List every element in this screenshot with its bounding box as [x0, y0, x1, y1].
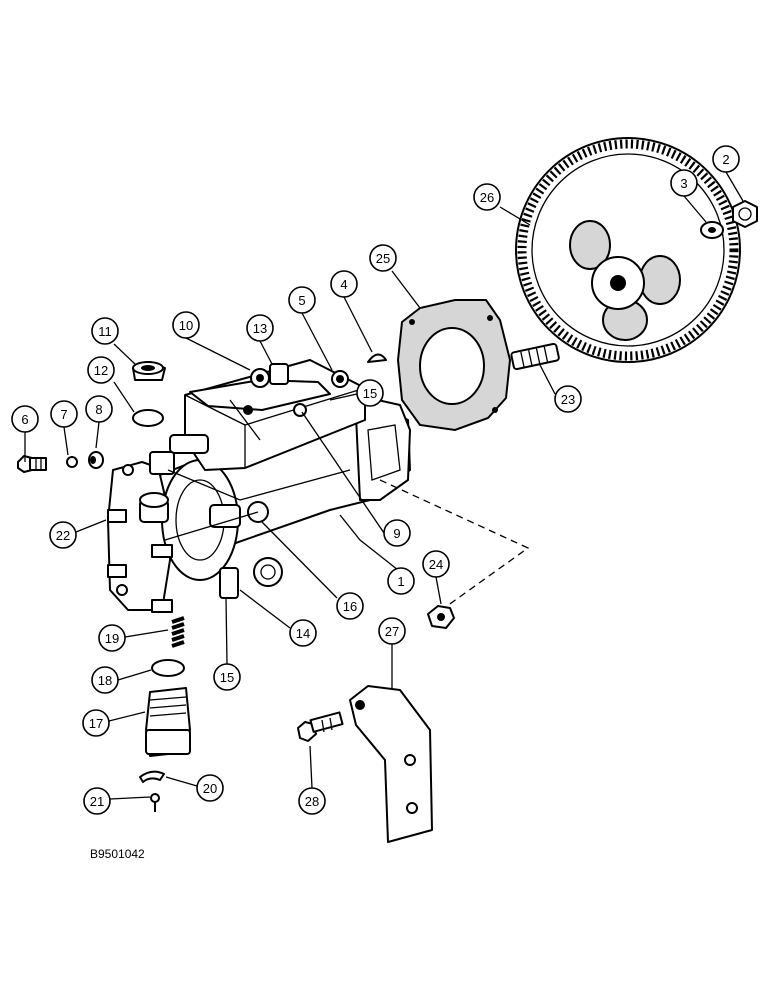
callout-c10: 10 [172, 311, 200, 339]
callout-number: 9 [393, 526, 400, 541]
callout-number: 2 [722, 152, 729, 167]
callout-c16: 16 [336, 592, 364, 620]
callout-number: 21 [90, 794, 104, 809]
callout-c13: 13 [246, 314, 274, 342]
bleed-washer [66, 456, 78, 468]
bracket-capscrew [297, 711, 344, 742]
callout-c15b: 15 [213, 663, 241, 691]
leader-lines [24, 171, 744, 800]
support-bracket [349, 685, 433, 843]
callout-c19: 19 [98, 624, 126, 652]
callout-c12: 12 [87, 356, 115, 384]
sealing-washer [88, 451, 104, 469]
callout-number: 5 [298, 293, 305, 308]
gear-stud [510, 342, 560, 371]
bracket-dashed-connection [379, 479, 530, 607]
callout-number: 15 [220, 670, 234, 685]
fitting-washer [151, 659, 185, 677]
callout-c15a: 15 [356, 379, 384, 407]
callout-number: 16 [343, 599, 357, 614]
mounting-nut [427, 605, 455, 629]
callout-c1: 1 [387, 567, 415, 595]
delivery-fitting [145, 687, 191, 757]
callout-number: 19 [105, 631, 119, 646]
callout-number: 23 [561, 392, 575, 407]
pump-gasket [396, 299, 512, 432]
callout-c5: 5 [288, 286, 316, 314]
callout-number: 15 [363, 386, 377, 401]
bleed-screw [17, 455, 47, 473]
callout-c2: 2 [712, 145, 740, 173]
callout-c26: 26 [473, 183, 501, 211]
callout-c14: 14 [289, 619, 317, 647]
callout-number: 11 [98, 324, 112, 339]
callout-c27: 27 [378, 617, 406, 645]
callout-number: 24 [429, 557, 443, 572]
callout-c9: 9 [383, 519, 411, 547]
callout-c20: 20 [196, 774, 224, 802]
callout-number: 1 [397, 574, 404, 589]
callout-number: 10 [179, 318, 193, 333]
callout-number: 20 [203, 781, 217, 796]
callout-number: 6 [21, 412, 28, 427]
callout-c25: 25 [369, 244, 397, 272]
callout-number: 17 [89, 716, 103, 731]
head-plug [132, 361, 166, 381]
callout-number: 27 [385, 624, 399, 639]
timing-gear [515, 137, 741, 363]
callout-number: 14 [296, 626, 310, 641]
plug-washer [132, 409, 164, 427]
callout-c17: 17 [82, 709, 110, 737]
gear-nut [732, 200, 758, 228]
callout-number: 26 [480, 190, 494, 205]
callout-c23: 23 [554, 385, 582, 413]
valve-spring [171, 616, 185, 648]
callout-number: 4 [340, 277, 347, 292]
callout-c22: 22 [49, 521, 77, 549]
callout-c24: 24 [422, 550, 450, 578]
callout-number: 7 [60, 407, 67, 422]
callout-c6: 6 [11, 405, 39, 433]
callout-number: 13 [253, 321, 267, 336]
callout-number: 12 [94, 363, 108, 378]
callout-number: 8 [95, 402, 102, 417]
callout-number: 25 [376, 251, 390, 266]
callout-c3: 3 [670, 169, 698, 197]
callout-c7: 7 [50, 400, 78, 428]
callout-c11: 11 [91, 317, 119, 345]
callout-number: 28 [305, 794, 319, 809]
callout-number: 3 [680, 176, 687, 191]
callout-c21: 21 [83, 787, 111, 815]
callout-c28: 28 [298, 787, 326, 815]
callout-number: 22 [56, 528, 70, 543]
retaining-clip [139, 770, 165, 783]
drawing-reference-code: B9501042 [90, 847, 145, 861]
callout-c8: 8 [85, 395, 113, 423]
injection-pump [107, 359, 411, 613]
cotter-pin [150, 793, 160, 812]
callout-c18: 18 [91, 666, 119, 694]
callout-number: 18 [98, 673, 112, 688]
callout-c4: 4 [330, 270, 358, 298]
lock-washer [700, 221, 724, 239]
woodruff-key [367, 353, 387, 363]
